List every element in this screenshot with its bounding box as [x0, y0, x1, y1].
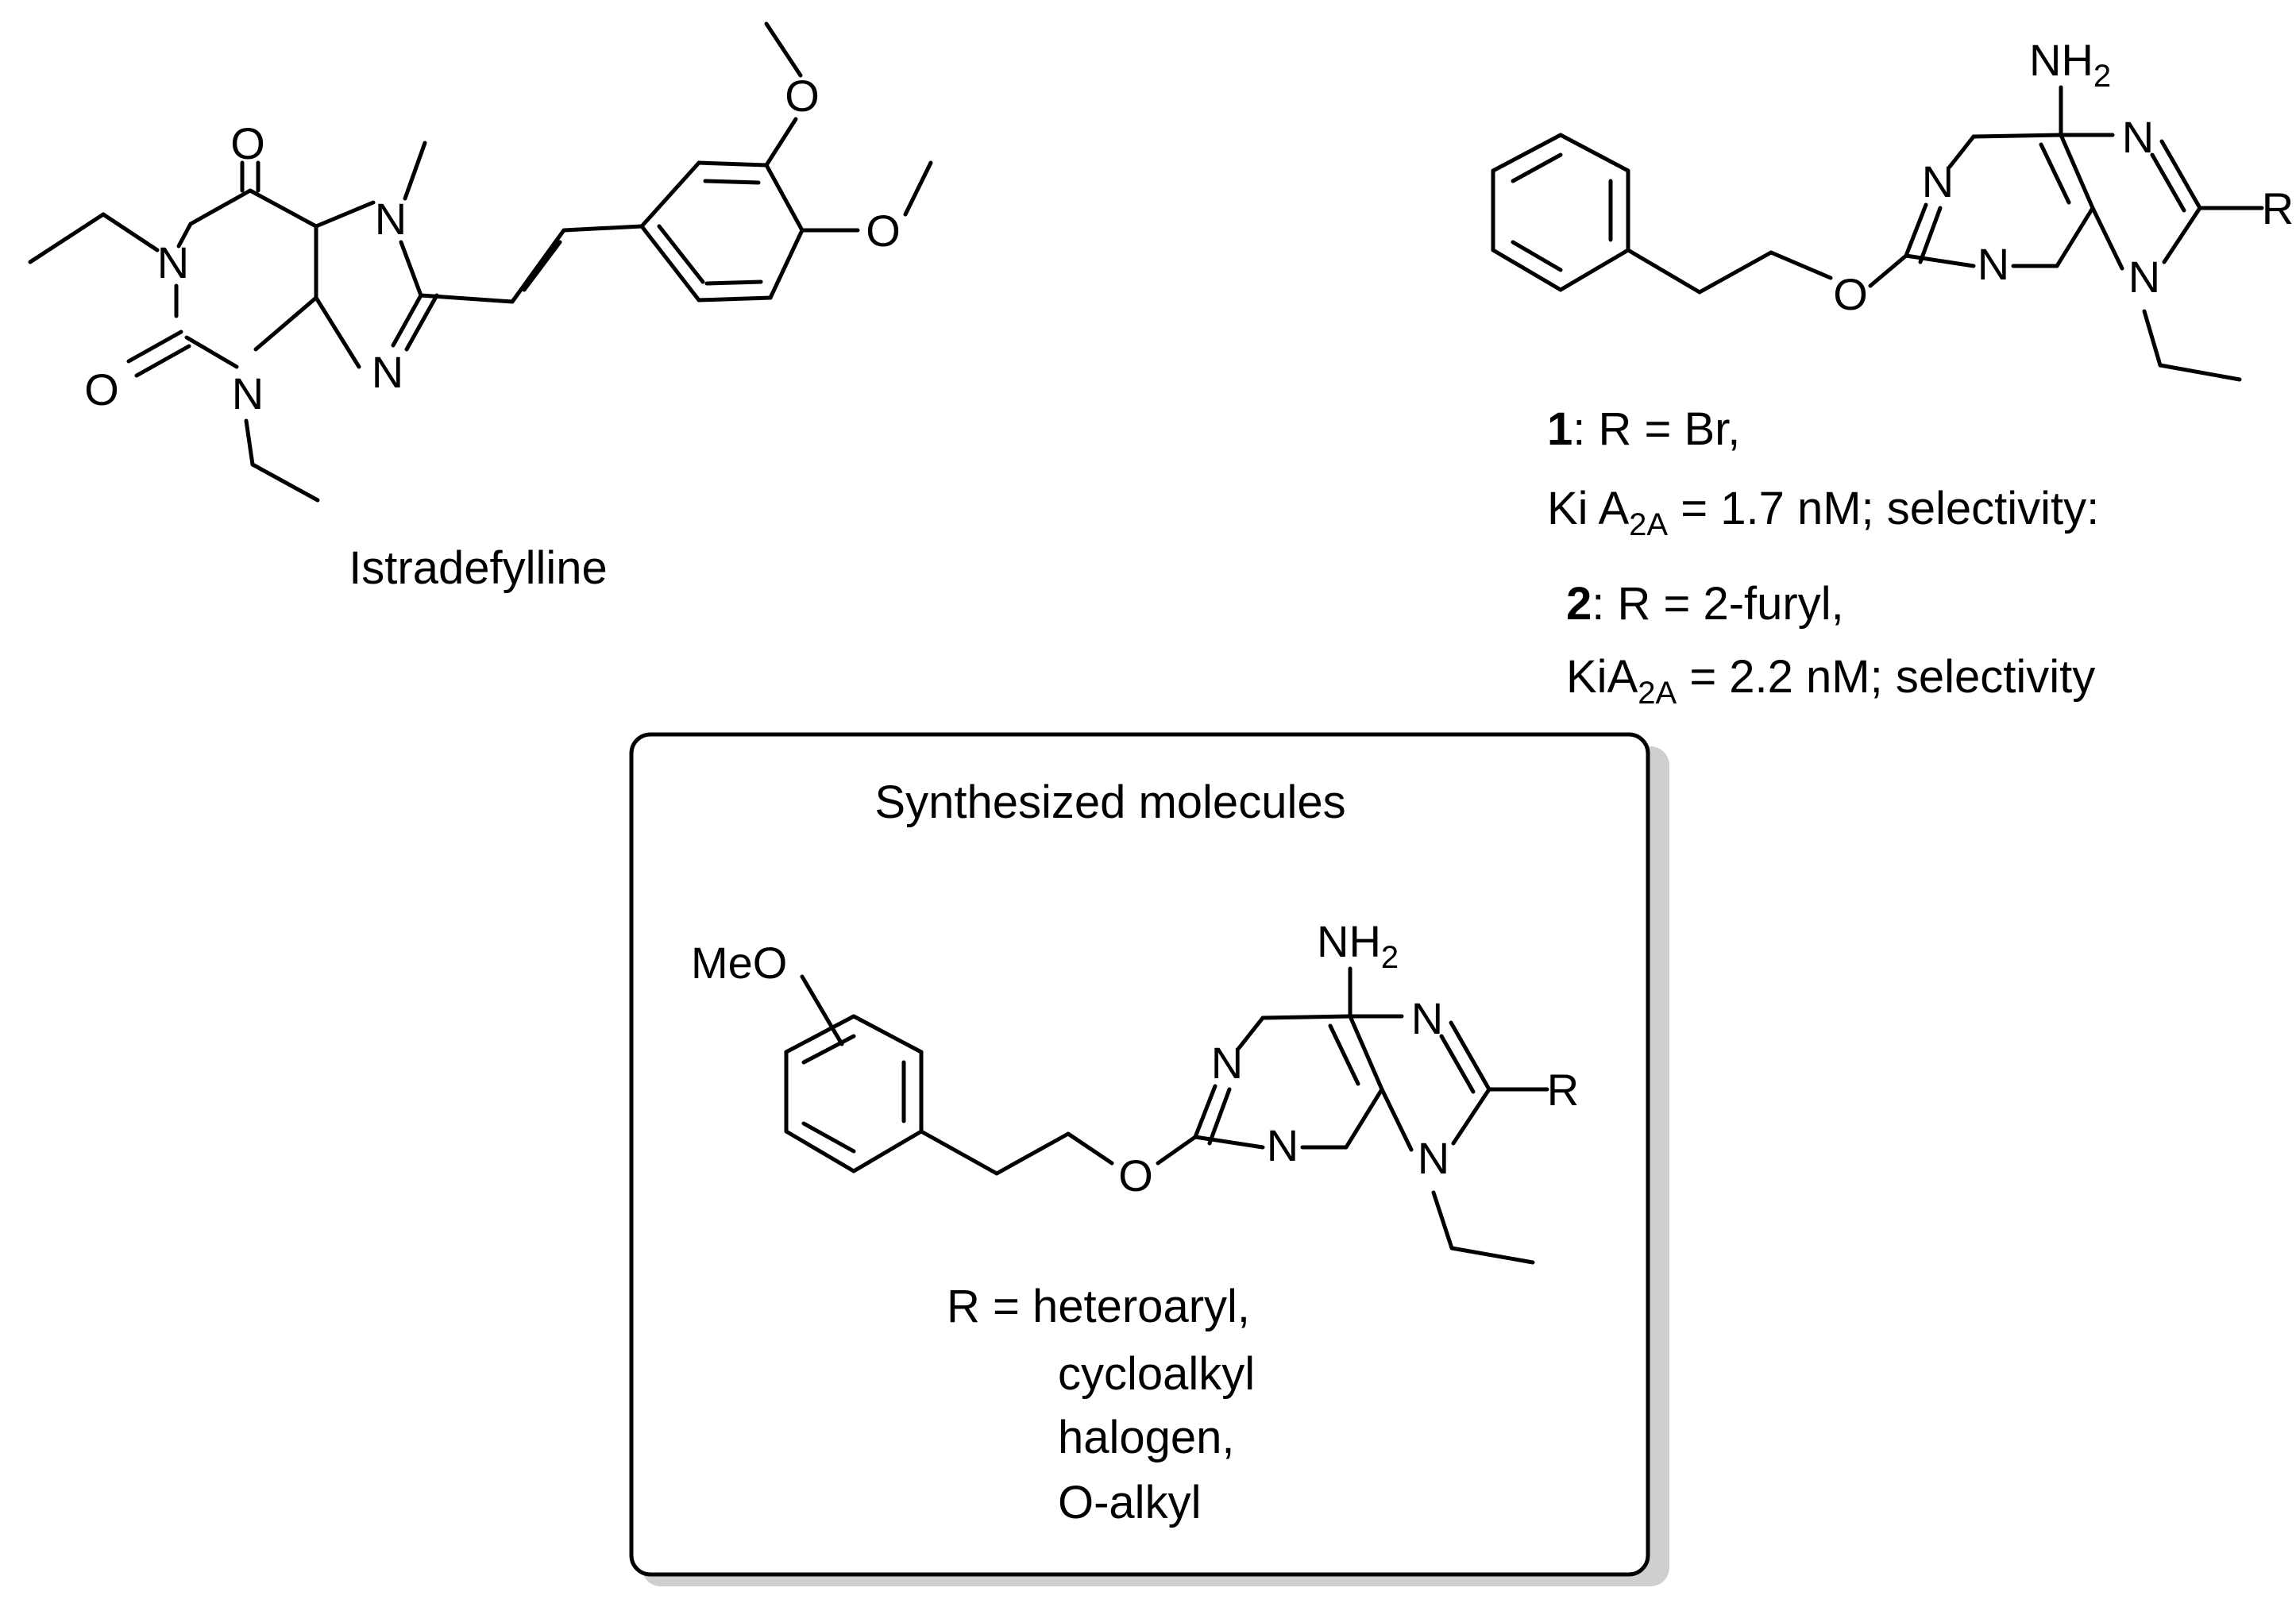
istradefylline-bonds [28, 21, 933, 503]
atom-label: N [372, 347, 403, 397]
atom-label: N [1418, 1133, 1449, 1183]
atom-label: N [157, 237, 189, 287]
r-group-item: halogen, [1058, 1412, 1235, 1463]
synthesized-structure-bonds [784, 966, 1549, 1265]
box-title: Synthesized molecules [874, 777, 1345, 828]
r-group-item: cycloalkyl [1058, 1348, 1255, 1400]
atom-label: O [1833, 269, 1868, 319]
compound-1-ki-line: Ki A2A = 1.7 nM; selectivity: [1547, 483, 2099, 542]
atom-label: R [1547, 1065, 1579, 1115]
atom-label: MeO [691, 938, 787, 988]
istradefylline-structure: O N O N N N O O Istradefylline [28, 21, 933, 594]
atom-label: R [2262, 183, 2294, 233]
atom-label: N [2122, 112, 2154, 162]
atom-label: NH2 [2029, 35, 2111, 94]
atom-label: N [1978, 239, 2009, 289]
reference-compound-atom-labels: NH2 N N N N O R [1833, 35, 2294, 319]
atom-label: O [1118, 1150, 1153, 1200]
istradefylline-atom-labels: O N O N N N O O [84, 71, 901, 418]
atom-label: NH2 [1317, 916, 1399, 975]
atom-label: O [230, 118, 265, 168]
atom-label: N [1267, 1120, 1298, 1170]
atom-label: N [1211, 1038, 1243, 1088]
atom-label: O [84, 364, 119, 414]
compound-2-caption: 2: R = 2-furyl, KiA2A = 2.2 nM; selectiv… [1566, 578, 2095, 711]
compound-1-caption: 1: R = Br, Ki A2A = 1.7 nM; selectivity: [1547, 403, 2099, 542]
istradefylline-name: Istradefylline [349, 542, 608, 594]
synthesized-molecules-box: Synthesized molecules [629, 732, 1669, 1586]
atom-label: N [2128, 252, 2160, 302]
compound-1-r-line: 1: R = Br, [1547, 403, 1740, 455]
synthesized-structure-atom-labels: MeO NH2 N N N N O R [691, 916, 1579, 1200]
reference-compound-structure: NH2 N N N N O R 1: R = Br, Ki A2A = 1.7 … [1491, 35, 2294, 711]
r-group-list: R = heteroaryl, cycloalkyl halogen, O-al… [947, 1281, 1255, 1528]
atom-label: N [1411, 993, 1443, 1043]
atom-label: O [866, 206, 901, 256]
compound-2-ki-line: KiA2A = 2.2 nM; selectivity [1566, 651, 2095, 711]
atom-label: N [1922, 156, 1954, 206]
r-group-item: R = heteroaryl, [947, 1281, 1250, 1332]
box-frame [629, 732, 1650, 1577]
reference-compound-bonds [1491, 85, 2264, 382]
atom-label: O [785, 71, 820, 121]
atom-label: N [232, 368, 264, 418]
r-group-item: O-alkyl [1058, 1477, 1201, 1528]
compound-2-r-line: 2: R = 2-furyl, [1566, 578, 1844, 630]
atom-label: N [375, 194, 407, 244]
